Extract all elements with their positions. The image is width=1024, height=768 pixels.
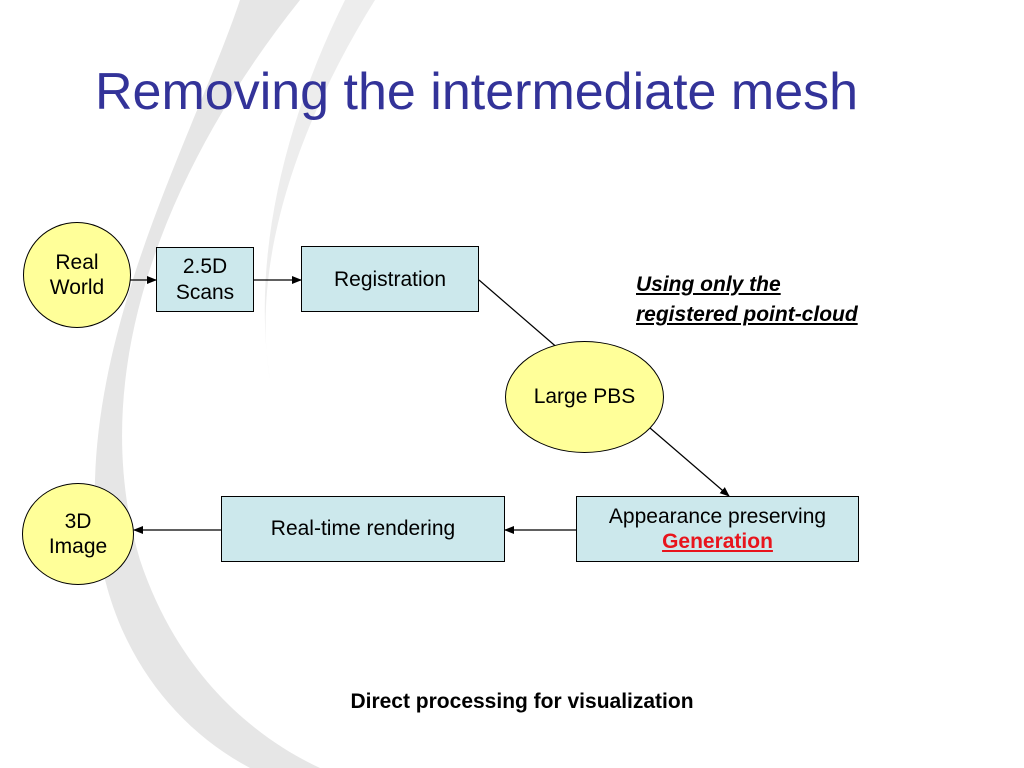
- note-line1: Using only the: [636, 273, 781, 296]
- node-3d-image: 3D Image: [22, 483, 134, 585]
- node-appearance-line1: Appearance preserving: [608, 504, 827, 528]
- node-scans-line2: Scans: [175, 280, 235, 304]
- node-large-pbs: Large PBS: [505, 341, 664, 453]
- node-rendering-label: Real-time rendering: [270, 517, 456, 541]
- edge-registration-pbs: [478, 279, 561, 351]
- node-appearance-generation: Appearance preserving Generation: [576, 496, 859, 562]
- slide-caption: Direct processing for visualization: [350, 690, 694, 713]
- node-appearance-generation-label: Generation: [662, 530, 773, 553]
- node-real-world-line2: World: [49, 276, 105, 299]
- node-scans-line1: 2.5D: [182, 255, 228, 279]
- node-3d-image-line2: Image: [48, 535, 108, 558]
- node-real-world: Real World: [23, 222, 131, 328]
- node-scans: 2.5D Scans: [156, 247, 254, 312]
- node-3d-image-line1: 3D: [64, 509, 92, 533]
- node-large-pbs-label: Large PBS: [533, 385, 636, 409]
- node-registration-label: Registration: [333, 268, 447, 291]
- node-registration: Registration: [301, 246, 479, 312]
- node-realtime-rendering: Real-time rendering: [221, 496, 505, 562]
- point-cloud-note: Using only the registered point-cloud: [636, 270, 858, 331]
- edge-pbs-appearance: [649, 427, 730, 497]
- node-real-world-line1: Real: [55, 250, 99, 274]
- slide-title: Removing the intermediate mesh: [95, 63, 859, 121]
- note-line2: registered point-cloud: [636, 303, 858, 327]
